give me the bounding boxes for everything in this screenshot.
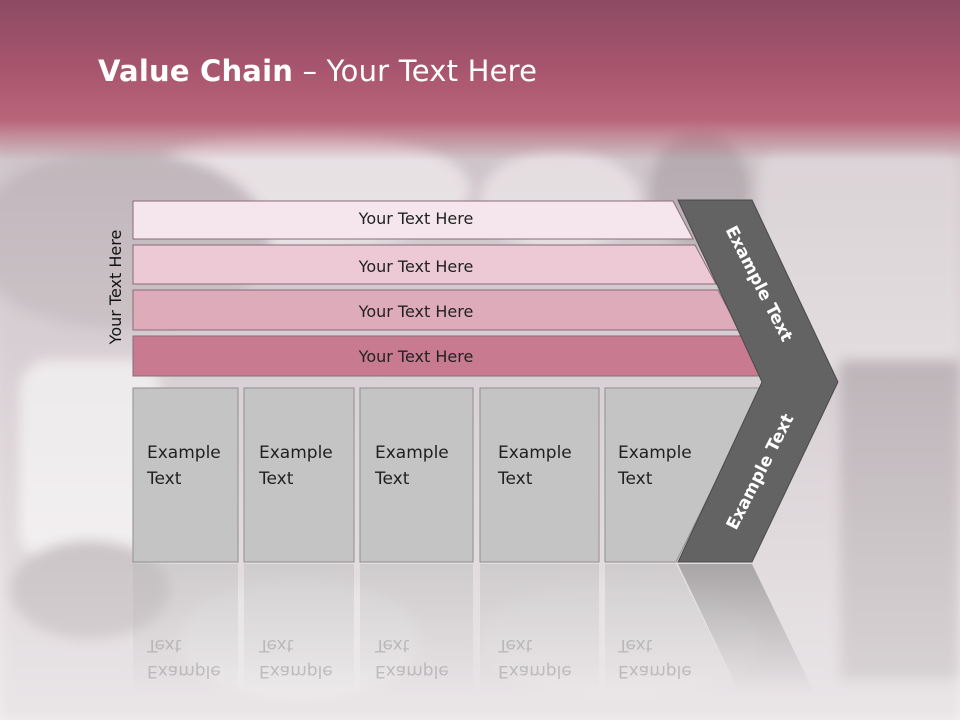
reflection-box-4	[480, 564, 599, 694]
margin-chevron	[677, 199, 839, 563]
reflection-box-2	[244, 564, 354, 694]
support-row-1-label: Your Text Here	[358, 209, 474, 228]
reflection-box-1	[133, 564, 238, 694]
reflection-box-3	[360, 564, 473, 694]
title-rest: – Your Text Here	[293, 54, 538, 88]
primary-box-3	[359, 387, 474, 563]
support-row-2	[132, 244, 717, 285]
support-row-3-label: Your Text Here	[358, 302, 474, 321]
reflection-chevron	[678, 564, 815, 694]
support-row-4-label: Your Text Here	[358, 347, 474, 366]
primary-box-5	[604, 387, 763, 563]
primary-box-2	[243, 387, 355, 563]
primary-box-1	[132, 387, 239, 563]
reflection-box-5	[605, 564, 740, 694]
header-band	[0, 0, 960, 160]
title-bold: Value Chain	[98, 54, 294, 88]
support-row-1	[132, 200, 694, 240]
support-row-2-label: Your Text Here	[358, 257, 474, 276]
primary-box-4	[479, 387, 600, 563]
slide-title: Value Chain – Your Text Here	[98, 54, 537, 88]
